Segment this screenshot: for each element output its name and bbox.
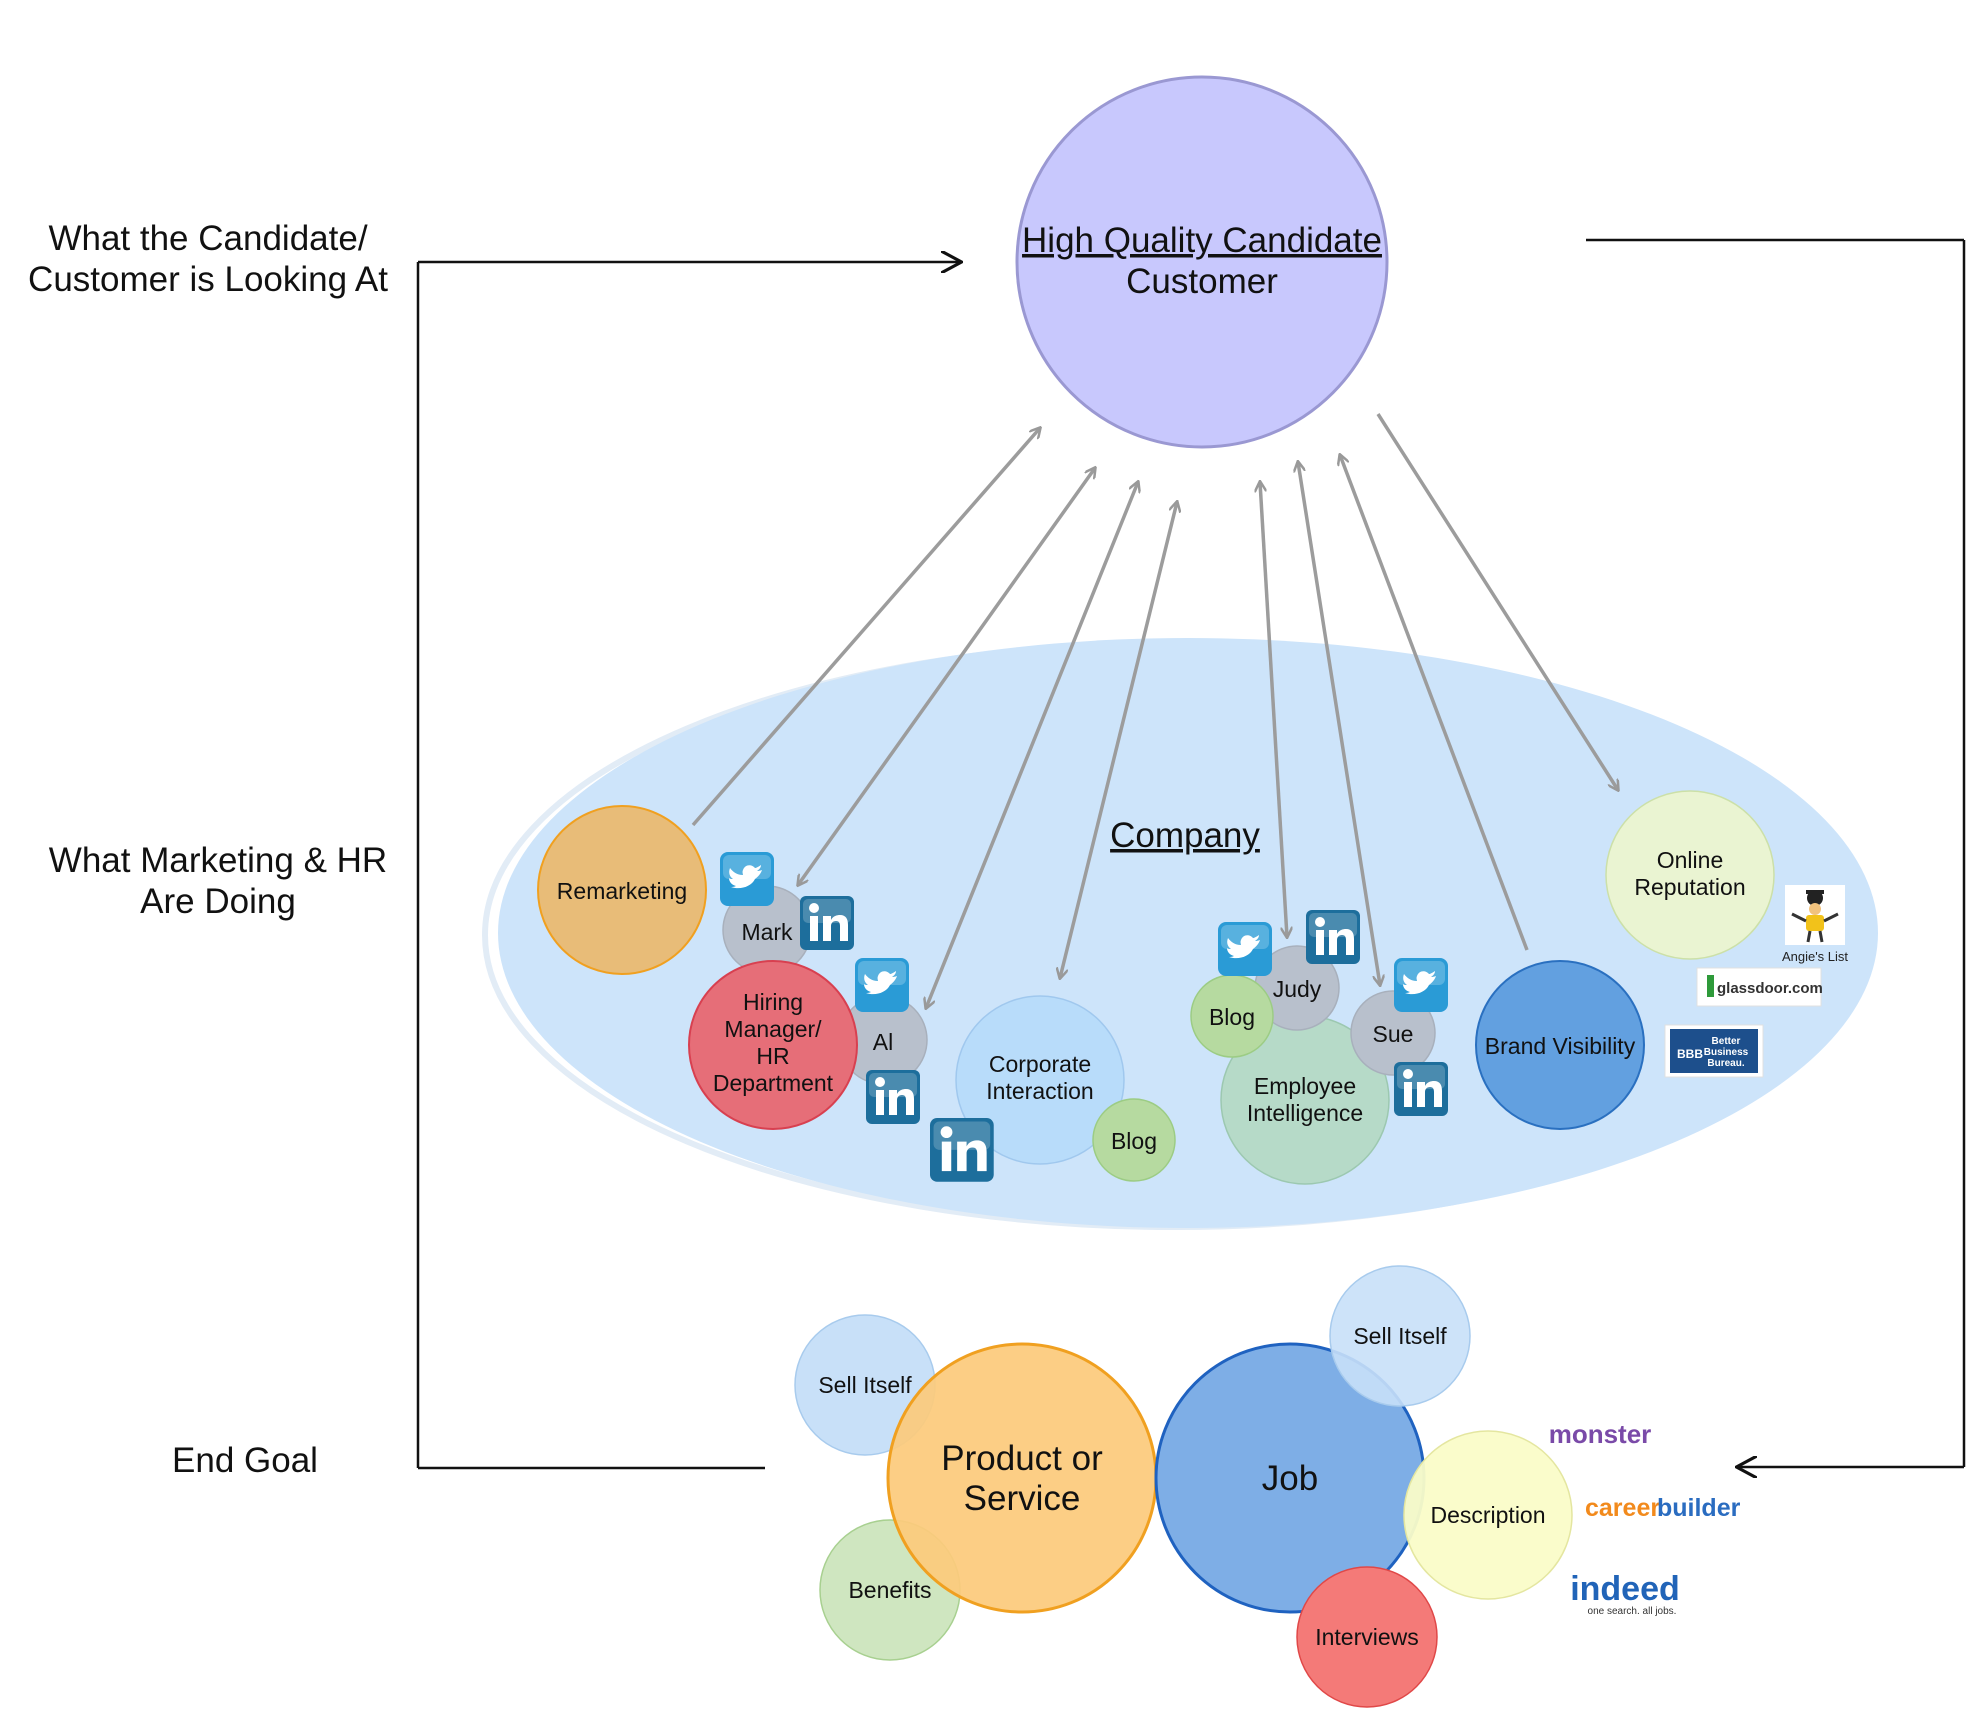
- remarketing-label: Remarketing: [557, 878, 687, 904]
- twitter-icon[interactable]: [720, 852, 774, 906]
- marketing-hr-label: What Marketing & HR Are Doing: [18, 840, 418, 922]
- marketing-hr-line1: What Marketing & HR: [48, 841, 388, 880]
- angies-list-logo: Angie's List: [1782, 885, 1848, 964]
- brand-node: Brand Visibility: [1475, 960, 1645, 1130]
- monster-text: monster: [1549, 1419, 1652, 1449]
- linkedin-icon[interactable]: [1306, 910, 1360, 964]
- twitter-icon[interactable]: [855, 958, 909, 1012]
- linkedin-icon[interactable]: [1394, 1062, 1448, 1116]
- benefits-label: Benefits: [848, 1577, 931, 1603]
- interviews-label: Interviews: [1315, 1624, 1419, 1650]
- employee-node: Employee Intelligence: [1220, 1015, 1390, 1185]
- careerbuilder-text-2: builder: [1657, 1494, 1741, 1522]
- monster-logo: monster: [1549, 1419, 1652, 1449]
- bbb-line3: Bureau.: [1707, 1058, 1744, 1069]
- blog-judy-label: Blog: [1209, 1004, 1255, 1030]
- mark-label: Mark: [741, 919, 793, 945]
- looking-at-line2: Customer is Looking At: [28, 260, 388, 299]
- al-label: Al: [873, 1029, 893, 1055]
- glassdoor-text: glassdoor.com: [1717, 980, 1823, 997]
- glassdoor-logo: glassdoor.com: [1696, 967, 1823, 1007]
- customer-title-line2: Customer: [1126, 262, 1278, 301]
- online-line2: Reputation: [1634, 874, 1745, 900]
- employee-line1: Employee: [1254, 1073, 1356, 1099]
- interviews-node: Interviews: [1296, 1566, 1438, 1708]
- sell-itself-right-label: Sell Itself: [1353, 1323, 1447, 1349]
- arrow-online: [1376, 413, 1618, 790]
- looking-at-label: What the Candidate/ Customer is Looking …: [18, 218, 398, 300]
- twitter-icon[interactable]: [1218, 922, 1272, 976]
- arrow-sue: [1298, 462, 1380, 985]
- company-label: Company: [1110, 816, 1260, 855]
- looking-at-line1: What the Candidate/: [48, 219, 368, 258]
- linkedin-icon[interactable]: [930, 1118, 994, 1182]
- customer-node: High Quality Candidate Customer: [1015, 75, 1389, 449]
- hiring-line4: Department: [713, 1070, 834, 1096]
- judy-label: Judy: [1273, 976, 1322, 1002]
- remarketing-node: Remarketing: [537, 805, 707, 975]
- linkedin-icon[interactable]: [800, 896, 854, 950]
- sell-itself-left-label: Sell Itself: [818, 1372, 912, 1398]
- product-service-node: Product or Service: [886, 1342, 1158, 1614]
- connector-arrows: [691, 413, 1618, 1008]
- hiring-line1: Hiring: [743, 989, 803, 1015]
- bbb-line1: Better: [1712, 1036, 1741, 1047]
- job-label: Job: [1262, 1459, 1318, 1498]
- arrow-brand: [1340, 455, 1529, 951]
- linkedin-icon[interactable]: [866, 1070, 920, 1124]
- employee-line2: Intelligence: [1247, 1100, 1363, 1126]
- frame-lines: [416, 238, 1966, 1468]
- blog-judy-node: Blog: [1190, 974, 1274, 1058]
- job-node: Job: [1154, 1342, 1426, 1614]
- product-service-line1: Product or: [941, 1439, 1103, 1478]
- online-node: Online Reputation: [1605, 790, 1775, 960]
- twitter-icon[interactable]: [1394, 958, 1448, 1012]
- description-label: Description: [1430, 1502, 1545, 1528]
- end-goal-label: End Goal: [172, 1441, 318, 1480]
- product-service-line2: Service: [964, 1479, 1081, 1518]
- corporate-line2: Interaction: [986, 1078, 1093, 1104]
- indeed-text: indeed: [1570, 1570, 1680, 1608]
- blog-corporate-label: Blog: [1111, 1128, 1157, 1154]
- careerbuilder-logo: career builder: [1585, 1494, 1741, 1522]
- sue-label: Sue: [1373, 1021, 1414, 1047]
- corporate-line1: Corporate: [989, 1051, 1091, 1077]
- marketing-hr-line2: Are Doing: [140, 882, 296, 921]
- customer-title-line1: High Quality Candidate: [1022, 221, 1382, 260]
- brand-label: Brand Visibility: [1485, 1033, 1636, 1059]
- bbb-mark: BBB: [1677, 1047, 1703, 1061]
- blog-corporate-node: Blog: [1092, 1098, 1176, 1182]
- hiring-line3: HR: [756, 1043, 789, 1069]
- careerbuilder-text-1: career: [1585, 1494, 1660, 1522]
- corporate-node: Corporate Interaction: [955, 995, 1125, 1165]
- online-line1: Online: [1657, 847, 1723, 873]
- hiring-line2: Manager/: [724, 1016, 822, 1042]
- indeed-logo: indeed one search. all jobs.: [1570, 1570, 1680, 1617]
- bbb-line2: Business: [1704, 1047, 1749, 1058]
- description-node: Description: [1403, 1430, 1573, 1600]
- bbb-logo: BBB Better Business Bureau.: [1664, 1024, 1764, 1078]
- sue-node: Sue: [1350, 990, 1436, 1076]
- arrow-corporate: [1060, 502, 1177, 978]
- arrow-judy: [1260, 482, 1287, 937]
- hiring-node: Hiring Manager/ HR Department: [688, 960, 858, 1130]
- indeed-tagline: one search. all jobs.: [1588, 1606, 1677, 1617]
- sell-itself-right-node: Sell Itself: [1329, 1265, 1471, 1407]
- angies-list-text: Angie's List: [1782, 949, 1848, 964]
